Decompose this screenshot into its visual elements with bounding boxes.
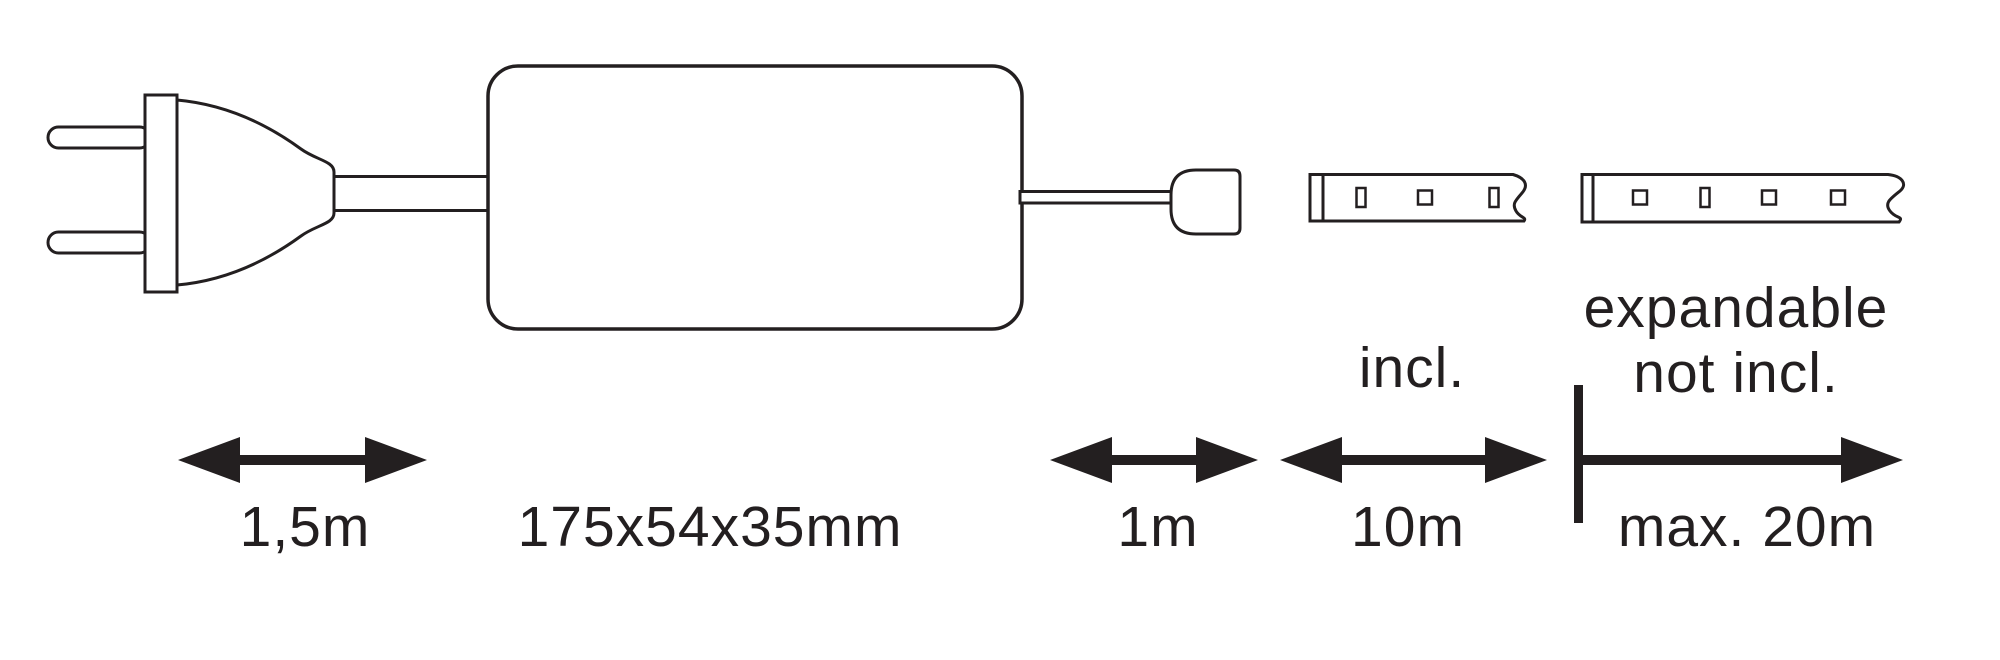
dimension-arrow-max-length — [1574, 385, 1903, 523]
plug-pin-bottom-icon — [46, 230, 152, 255]
dimension-start-bar — [1574, 385, 1583, 523]
connector-icon — [1169, 168, 1242, 236]
strip-body — [1580, 173, 1905, 224]
label-expandable-note-line2: not incl. — [1633, 341, 1839, 405]
plug-pin-top-icon — [46, 125, 152, 150]
label-strip-length: 10m — [1351, 495, 1465, 559]
strip-resistor — [1355, 186, 1367, 209]
dimension-arrow-strip-length — [1280, 437, 1547, 483]
label-plug-cable-length: 1,5m — [239, 495, 371, 559]
label-max-length: max. 20m — [1617, 495, 1877, 559]
strip-led-chip — [1416, 189, 1434, 206]
dimension-arrow-output-cable — [1050, 437, 1258, 483]
output-cable — [1018, 190, 1175, 205]
strip-led-chip — [1829, 189, 1847, 206]
label-expandable-note-line1: expandable — [1583, 276, 1889, 340]
power-supply-box — [486, 64, 1024, 331]
dimension-arrow-plug-cable — [178, 437, 427, 483]
plug-body — [175, 98, 336, 287]
plug-face-plate — [143, 93, 179, 294]
label-output-cable-length: 1m — [1117, 495, 1199, 559]
label-driver-dimensions: 175x54x35mm — [517, 495, 903, 559]
label-expandable-note: expandable not incl. — [1584, 276, 1889, 406]
strip-resistor — [1488, 186, 1500, 209]
power-plug-icon — [46, 93, 493, 294]
strip-led-chip — [1631, 189, 1649, 206]
led-strip-expandable-icon — [1580, 173, 1905, 224]
strip-led-chip — [1760, 189, 1778, 206]
strip-resistor — [1699, 186, 1711, 209]
label-included-note: incl. — [1358, 336, 1466, 400]
mains-cable-left — [331, 175, 493, 212]
led-strip-included-icon — [1308, 173, 1527, 223]
